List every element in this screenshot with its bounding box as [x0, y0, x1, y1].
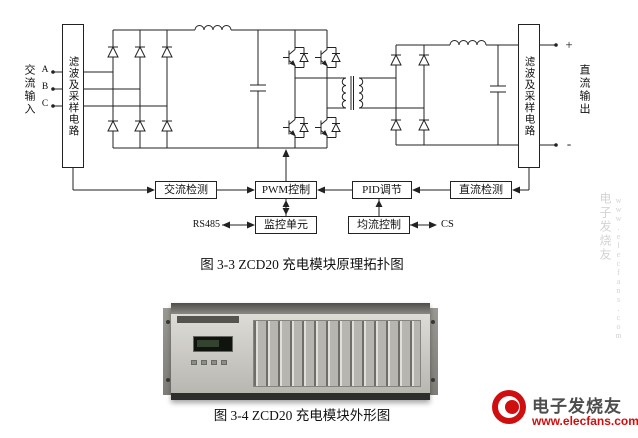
- figure-3-3-caption: 图 3-3 ZCD20 充电模块原理拓扑图: [200, 257, 404, 272]
- output-rectifier: [390, 44, 518, 146]
- display-glow: [197, 340, 219, 347]
- figure-3-4-caption: 图 3-4 ZCD20 充电模块外形图: [213, 408, 391, 423]
- plus-terminal-label: +: [565, 37, 573, 52]
- right-filter-label: 滤波及采样电路: [523, 55, 535, 137]
- module-photo: [163, 303, 438, 400]
- phase-c-label: C: [41, 99, 49, 109]
- phase-a-label: A: [41, 65, 49, 75]
- block-pid-adjust: PID调节: [352, 181, 412, 199]
- elecfans-logo-icon: [492, 390, 526, 424]
- output-inductor: [449, 40, 487, 46]
- block-ac-detect: 交流检测: [155, 181, 217, 199]
- rack-ear-left: [163, 308, 173, 395]
- chassis-bottom-edge: [171, 393, 430, 400]
- rack-ear-right: [428, 308, 438, 395]
- logo-inner-shape: [505, 400, 519, 414]
- block-dc-detect: 直流检测: [450, 181, 512, 199]
- module-display: [193, 336, 233, 352]
- panel-button: [221, 360, 227, 365]
- chassis-top-face: [171, 303, 430, 314]
- panel-button: [191, 360, 197, 365]
- screw-hole: [431, 378, 435, 382]
- screw-hole: [166, 320, 170, 324]
- dc-output-terminals: [540, 44, 556, 146]
- elecfans-url-text: www.elecfans.com: [532, 414, 638, 428]
- screw-hole: [431, 320, 435, 324]
- cs-label: CS: [441, 219, 454, 230]
- input-bridge-rectifier: [107, 29, 327, 149]
- panel-button: [201, 360, 207, 365]
- block-monitor-unit: 监控单元: [255, 216, 317, 234]
- bus-capacitor: [250, 30, 266, 148]
- minus-terminal-label: -: [566, 136, 572, 151]
- model-badge: [177, 316, 239, 323]
- arrowheads: [51, 43, 558, 229]
- left-filter-label: 滤波及采样电路: [67, 55, 79, 137]
- screw-hole: [166, 378, 170, 382]
- panel-button: [211, 360, 217, 365]
- block-pwm-control: PWM控制: [255, 181, 317, 199]
- faint-watermark-brand: 电子发烧友: [598, 192, 612, 262]
- dc-output-label: 直流输出: [578, 64, 590, 116]
- ac-input-label: 交流输入: [23, 64, 35, 116]
- right-filter-box: 滤波及采样电路: [518, 24, 540, 168]
- faint-watermark-url: www.elecfans.com: [614, 196, 623, 340]
- front-panel: [171, 314, 430, 393]
- module-chassis: [171, 303, 430, 400]
- transformer: [295, 76, 424, 110]
- left-filter-box: 滤波及采样电路: [62, 24, 84, 168]
- elecfans-brand-text: 电子发烧友: [532, 397, 622, 416]
- block-current-share: 均流控制: [348, 216, 410, 234]
- ventilation-slats: [253, 320, 421, 387]
- output-capacitor: [490, 45, 506, 145]
- input-inductor: [194, 25, 232, 31]
- rs485-label: RS485: [192, 219, 220, 230]
- phase-b-label: B: [41, 82, 49, 92]
- igbt-full-bridge: [282, 30, 341, 148]
